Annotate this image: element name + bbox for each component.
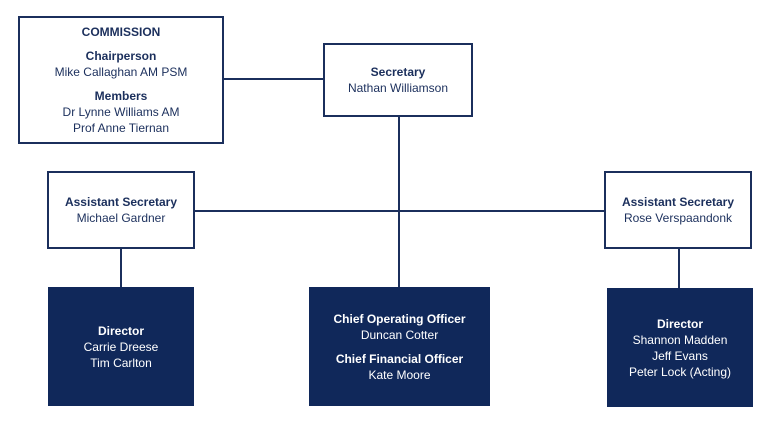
member-name: Prof Anne Tiernan <box>72 121 170 135</box>
assistant-secretary-role: Assistant Secretary <box>621 195 735 209</box>
director-name: Carrie Dreese <box>83 339 159 354</box>
director-right-box: Director Shannon Madden Jeff Evans Peter… <box>607 288 753 407</box>
commission-box: COMMISSION Chairperson Mike Callaghan AM… <box>18 16 224 144</box>
secretary-box: Secretary Nathan Williamson <box>323 43 473 117</box>
assistant-secretary-name: Rose Verspaandonk <box>623 211 733 225</box>
assistant-secretary-role: Assistant Secretary <box>64 195 178 209</box>
cfo-name: Kate Moore <box>368 367 431 382</box>
director-name: Jeff Evans <box>652 348 708 363</box>
connector-left-director <box>120 249 122 287</box>
director-name: Shannon Madden <box>632 332 728 347</box>
director-name: Peter Lock (Acting) <box>628 364 732 379</box>
secretary-role: Secretary <box>370 65 426 79</box>
members-role: Members <box>94 89 148 103</box>
coo-role: Chief Operating Officer <box>333 311 466 326</box>
director-name: Tim Carlton <box>90 355 152 370</box>
chairperson-role: Chairperson <box>85 49 157 63</box>
connector-right-director <box>678 249 680 288</box>
coo-name: Duncan Cotter <box>360 327 439 342</box>
chief-officers-box: Chief Operating Officer Duncan Cotter Ch… <box>309 287 490 406</box>
connector-commission-secretary <box>224 78 323 80</box>
director-left-box: Director Carrie Dreese Tim Carlton <box>48 287 194 406</box>
assistant-secretary-name: Michael Gardner <box>76 211 166 225</box>
connector-secretary-trunk <box>398 117 400 287</box>
chairperson-name: Mike Callaghan AM PSM <box>54 65 188 79</box>
assistant-secretary-right-box: Assistant Secretary Rose Verspaandonk <box>604 171 752 249</box>
cfo-role: Chief Financial Officer <box>335 351 464 366</box>
member-name: Dr Lynne Williams AM <box>62 105 180 119</box>
assistant-secretary-left-box: Assistant Secretary Michael Gardner <box>47 171 195 249</box>
commission-heading: COMMISSION <box>81 25 161 39</box>
secretary-name: Nathan Williamson <box>347 81 449 95</box>
connector-assistant-secretaries <box>195 210 604 212</box>
director-role: Director <box>97 323 144 338</box>
director-role: Director <box>656 316 703 331</box>
